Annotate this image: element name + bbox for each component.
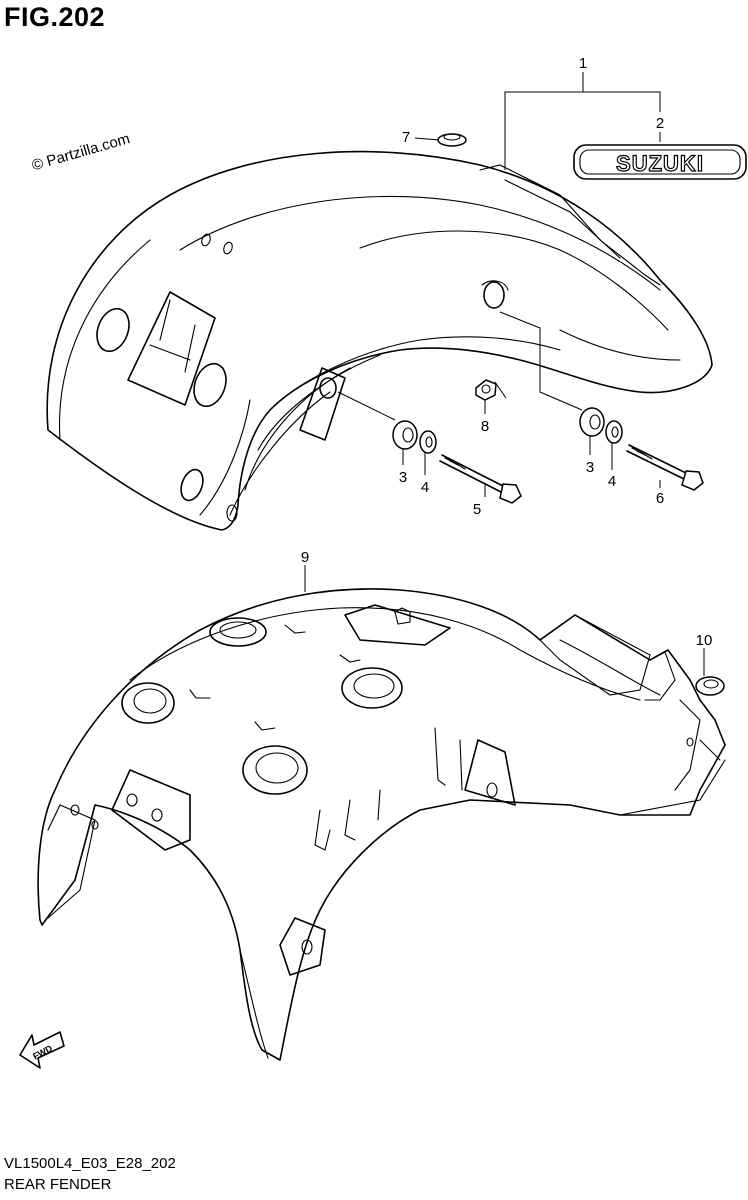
callout-10: 10 — [696, 632, 713, 649]
grommet-10[interactable] — [695, 676, 725, 696]
emblem-text: SUZUKI — [616, 151, 704, 176]
callout-4-right: 4 — [608, 473, 616, 490]
callout-9: 9 — [301, 549, 309, 566]
callout-7: 7 — [402, 129, 410, 146]
callout-1: 1 — [579, 55, 587, 72]
rear-fender[interactable] — [46, 150, 713, 531]
grommet-7[interactable] — [437, 133, 467, 147]
bolt-5[interactable] — [439, 454, 522, 504]
fwd-label: FWD — [31, 1043, 54, 1062]
fwd-arrow: FWD — [19, 1031, 65, 1069]
callout-5: 5 — [473, 501, 481, 518]
model-code: VL1500L4_E03_E28_202 — [4, 1155, 176, 1172]
spacer-3-left[interactable] — [392, 420, 418, 450]
bolt-6[interactable] — [626, 444, 704, 491]
nut-8[interactable] — [475, 379, 497, 401]
callout-3-left: 3 — [399, 469, 407, 486]
washer-4-right[interactable] — [605, 420, 623, 444]
callout-4-left: 4 — [421, 479, 429, 496]
spacer-3-right[interactable] — [579, 407, 605, 437]
washer-4-left[interactable] — [419, 430, 437, 454]
callout-labels: 1 2 3 3 4 4 5 6 7 8 9 10 — [301, 55, 713, 649]
callout-2: 2 — [656, 115, 664, 132]
rear-fender-inner[interactable] — [37, 588, 726, 1061]
callout-3-right: 3 — [586, 459, 594, 476]
figure-title: FIG.202 — [4, 2, 106, 32]
section-name: REAR FENDER — [4, 1176, 112, 1193]
callout-6: 6 — [656, 490, 664, 507]
callout-8: 8 — [481, 418, 489, 435]
suzuki-emblem[interactable]: SUZUKI — [573, 144, 747, 180]
leader-lines-upper — [337, 72, 661, 497]
leader-lines-lower — [304, 565, 705, 676]
